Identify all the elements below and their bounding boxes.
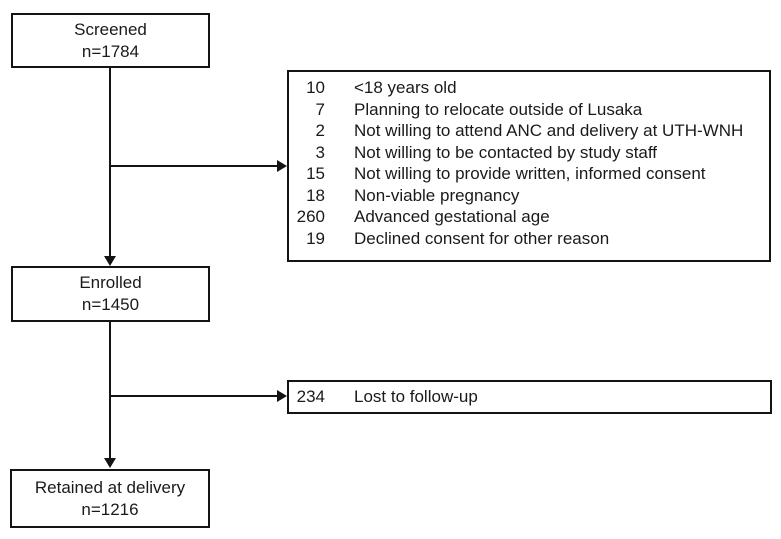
retained-label: Retained at delivery bbox=[34, 477, 186, 497]
exclusion-reason: Not willing to provide written, informed… bbox=[354, 164, 706, 183]
exclusion-row: 10 <18 years old bbox=[289, 77, 769, 99]
enrolled-label: Enrolled bbox=[79, 273, 142, 292]
connector-screened-enrolled-line bbox=[109, 68, 111, 257]
exclusion-reason: Planning to relocate outside of Lusaka bbox=[354, 99, 643, 119]
screened-label: Screened bbox=[74, 19, 147, 39]
exclusion-row: 260 Advanced gestational age bbox=[289, 206, 769, 228]
exclusion-row: 2 Not willing to attend ANC and delivery… bbox=[289, 120, 769, 142]
exclusions-box: 10 <18 years old 7 Planning to relocate … bbox=[287, 70, 771, 262]
exclusion-row: 15 Not willing to provide written, infor… bbox=[289, 163, 769, 185]
enrolled-box: Enrolled n=1450 bbox=[11, 266, 210, 322]
exclusion-reason: Not willing to be contacted by study sta… bbox=[354, 142, 658, 162]
connector-lost-line bbox=[110, 395, 277, 397]
lost-reason: Lost to follow-up bbox=[354, 387, 478, 407]
exclusion-reason: Declined consent for other reason bbox=[354, 228, 610, 248]
exclusion-count: 15 bbox=[306, 164, 325, 183]
exclusion-row: 18 Non-viable pregnancy bbox=[289, 185, 769, 207]
retained-box: Retained at delivery n=1216 bbox=[10, 469, 210, 528]
connector-enrolled-retained-arrowhead-icon bbox=[104, 458, 116, 468]
exclusion-row: 19 Declined consent for other reason bbox=[289, 228, 769, 250]
connector-exclusions-arrowhead-icon bbox=[277, 160, 287, 172]
exclusion-count: 10 bbox=[306, 78, 325, 97]
exclusion-row: 3 Not willing to be contacted by study s… bbox=[289, 142, 769, 164]
exclusion-count: 19 bbox=[306, 228, 325, 248]
connector-screened-enrolled-arrowhead-icon bbox=[104, 256, 116, 266]
retained-count: n=1216 bbox=[81, 499, 139, 519]
exclusion-reason: Not willing to attend ANC and delivery a… bbox=[354, 121, 744, 140]
connector-enrolled-retained-line bbox=[109, 322, 111, 459]
exclusion-count: 3 bbox=[315, 142, 325, 162]
connector-exclusions-line bbox=[110, 165, 277, 167]
enrolled-count: n=1450 bbox=[81, 295, 140, 314]
lost-count: 234 bbox=[296, 387, 325, 407]
exclusion-reason: Non-viable pregnancy bbox=[354, 185, 520, 205]
exclusion-count: 7 bbox=[315, 99, 325, 119]
connector-lost-arrowhead-icon bbox=[277, 390, 287, 402]
exclusion-count: 2 bbox=[315, 121, 325, 140]
screened-count: n=1784 bbox=[81, 41, 140, 61]
exclusion-count: 18 bbox=[306, 185, 325, 205]
exclusion-row: 7 Planning to relocate outside of Lusaka bbox=[289, 99, 769, 121]
exclusion-count: 260 bbox=[296, 207, 325, 226]
screened-box: Screened n=1784 bbox=[11, 13, 210, 68]
exclusion-reason: <18 years old bbox=[354, 78, 457, 97]
lost-to-followup-box: 234 Lost to follow-up bbox=[287, 380, 772, 414]
lost-row: 234 Lost to follow-up bbox=[289, 386, 478, 408]
exclusion-reason: Advanced gestational age bbox=[354, 207, 550, 226]
